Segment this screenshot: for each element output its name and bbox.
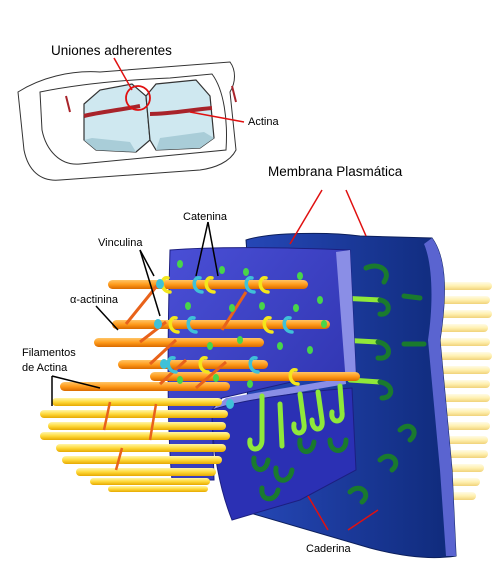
cell-right-shade <box>156 132 214 150</box>
band-mark <box>65 95 71 113</box>
cell-outline-outer <box>17 61 237 181</box>
catenin-clusters <box>160 276 300 386</box>
label-actin-filaments-line1: Filamentos <box>22 347 76 359</box>
band-mark <box>231 85 237 103</box>
callout-line-actin <box>189 111 245 123</box>
label-cadherin: Caderina <box>306 543 352 555</box>
label-actin-filaments-line2: de Actina <box>22 362 68 374</box>
bundle-links <box>102 401 158 471</box>
label-plasma-membrane: Membrana Plasmática <box>268 164 403 179</box>
actin-band-left <box>83 104 141 118</box>
actin-band-right <box>149 106 213 116</box>
callout-lines <box>51 189 379 531</box>
junction-highlight-circle <box>125 85 151 111</box>
vinculin-markers <box>154 279 234 409</box>
cell-outline-inner <box>39 73 227 165</box>
callout-line-junctions <box>113 57 133 91</box>
label-vinculin: Vinculina <box>98 237 143 249</box>
cadherin-hooks <box>247 383 349 502</box>
label-alpha-actinin: α-actinina <box>70 294 119 306</box>
label-actin: Actina <box>248 116 279 128</box>
cell-left-shade <box>84 138 136 152</box>
label-adherens-junctions: Uniones adherentes <box>51 43 172 58</box>
label-catenin: Catenina <box>183 211 228 223</box>
cadherin-dots <box>177 260 327 388</box>
actin-bundle-yellow <box>40 398 230 492</box>
membrane-back-rim <box>424 238 456 556</box>
cell-inset <box>17 61 237 181</box>
